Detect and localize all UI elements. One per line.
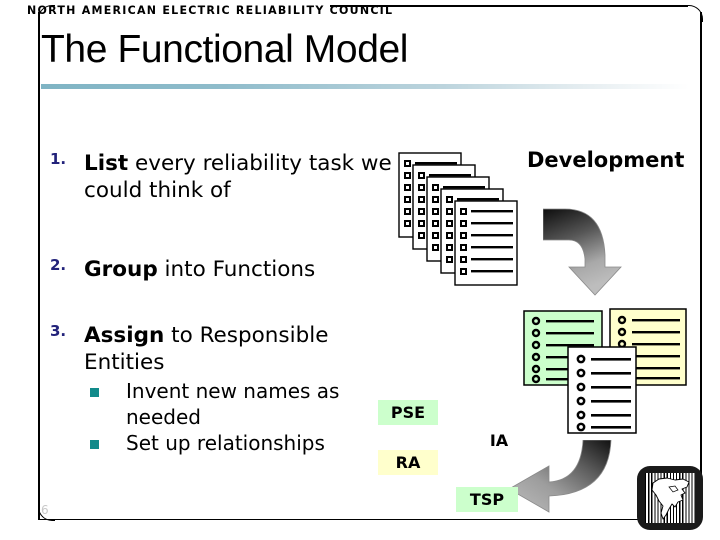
frame-right-border — [700, 12, 702, 512]
sub-list-item-text: Invent new names as needed — [126, 379, 340, 429]
list-item: 3. Assign to Responsible Entities Invent… — [42, 322, 392, 456]
list-item-body: to Responsible Entities — [84, 323, 329, 375]
checklist-page-yellow — [609, 308, 687, 386]
organization-name: NORTH AMERICAN ELECTRIC RELIABILITY COUN… — [27, 3, 394, 17]
list-item-keyword: Group — [84, 257, 158, 282]
title-underline-rule — [41, 84, 689, 89]
frame-bottom-border — [38, 518, 701, 520]
list-item-text: List every reliability task we could thi… — [84, 150, 392, 204]
entity-label-ra: RA — [378, 450, 438, 475]
frame-top-rule — [330, 5, 688, 7]
curved-down-arrow — [543, 205, 643, 297]
entity-label-ia: IA — [489, 431, 509, 450]
list-item-body: into Functions — [157, 257, 316, 282]
square-bullet-icon — [90, 440, 99, 449]
frame-left-border — [38, 12, 40, 520]
list-item-keyword: List — [84, 151, 129, 176]
nerc-logo — [637, 466, 703, 530]
list-item: 2. Group into Functions — [42, 256, 392, 320]
sub-list-item-text: Set up relationships — [126, 431, 325, 455]
sub-list-item: Invent new names as needed — [84, 378, 392, 430]
list-item-text: Assign to Responsible Entities — [84, 322, 392, 376]
stacked-checklist-pages-graphic — [398, 152, 523, 287]
page-number: 6 — [41, 503, 49, 517]
list-item-body: every reliability task we could think of — [84, 151, 392, 203]
entity-label-pse: PSE — [378, 400, 438, 425]
page-title: The Functional Model — [41, 28, 409, 71]
document-stack-icon — [398, 152, 518, 286]
entity-label-tsp: TSP — [456, 487, 518, 512]
list-item-keyword: Assign — [84, 323, 165, 348]
list-item: 1. List every reliability task we could … — [42, 150, 392, 212]
list-item-text: Group into Functions — [84, 256, 392, 283]
north-america-map-icon — [651, 477, 690, 520]
colored-checklist-pages-graphic — [523, 305, 688, 435]
numbered-list: 1. List every reliability task we could … — [42, 150, 392, 456]
list-item-number: 3. — [50, 322, 67, 340]
development-label: Development — [527, 148, 685, 172]
checklist-page-white — [567, 346, 637, 434]
list-item-number: 2. — [50, 256, 67, 274]
curved-left-arrow — [503, 440, 618, 520]
sub-list: Invent new names as needed Set up relati… — [84, 378, 392, 456]
list-item-number: 1. — [50, 150, 67, 168]
square-bullet-icon — [90, 388, 99, 397]
sub-list-item: Set up relationships — [84, 430, 392, 456]
logo-stripes — [645, 473, 695, 523]
